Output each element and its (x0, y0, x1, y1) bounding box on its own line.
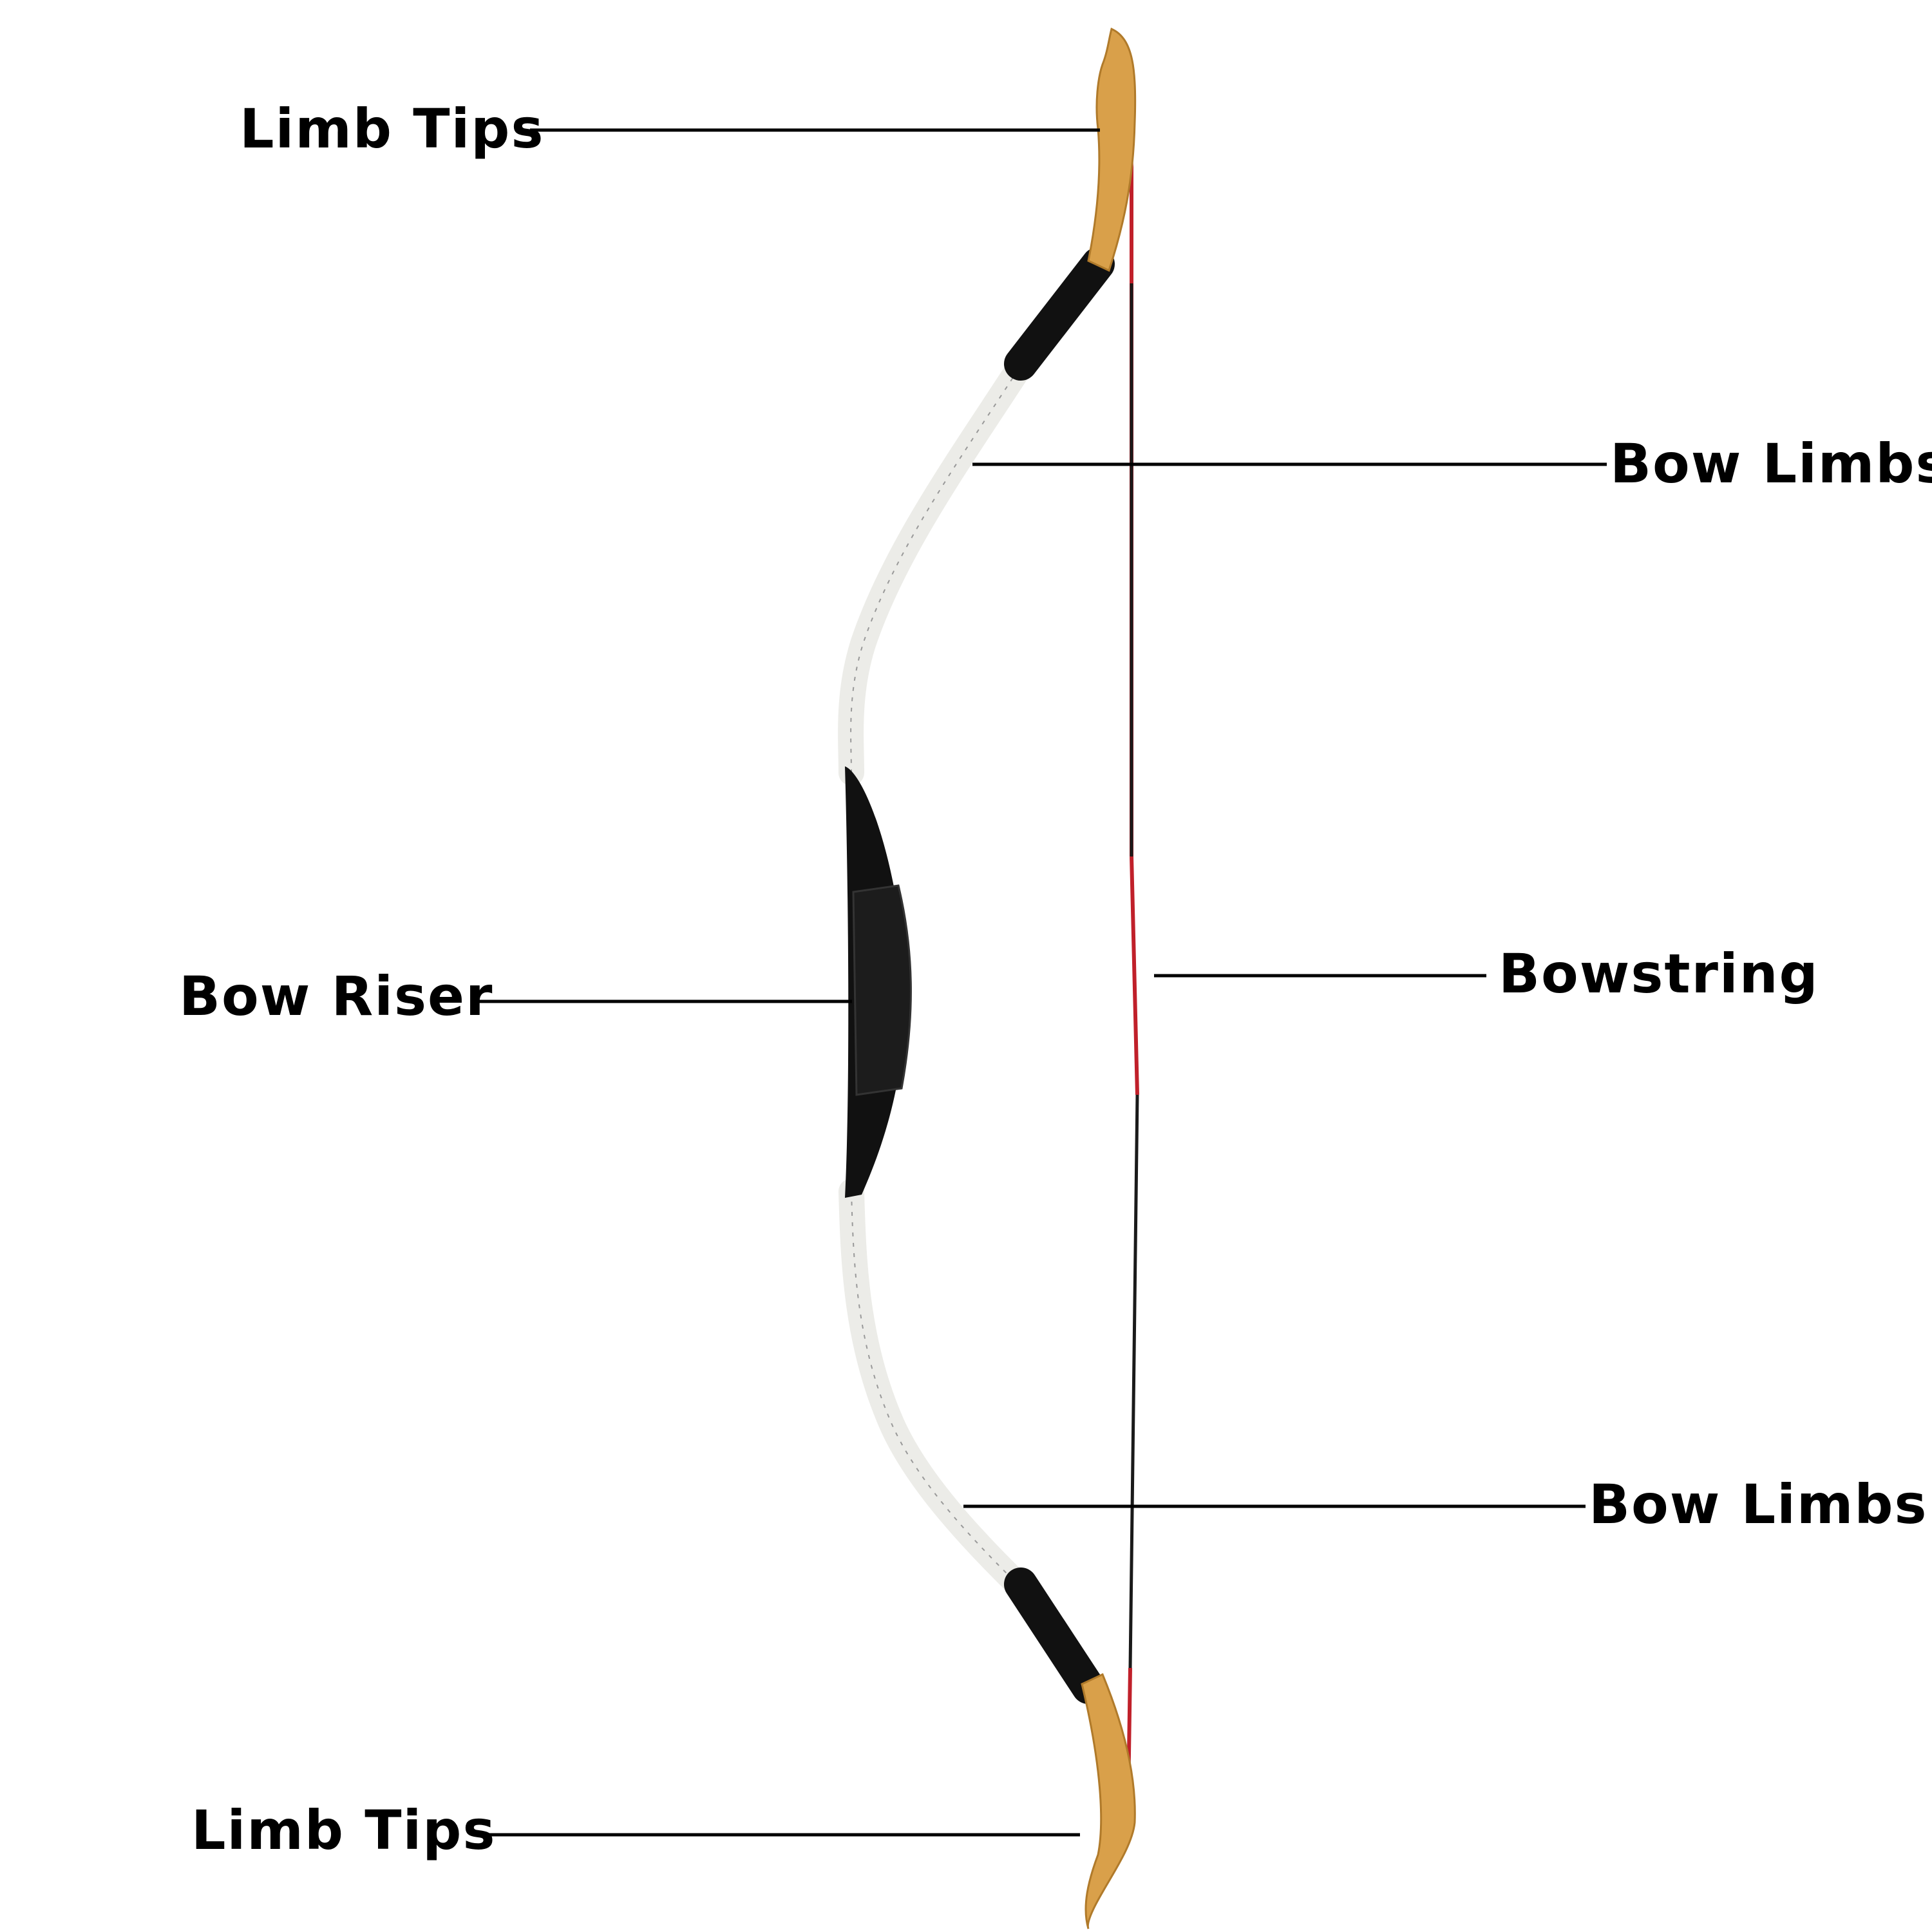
upper-limb-wrap (1004, 247, 1115, 381)
bow-riser-drawing (845, 766, 912, 1198)
upper-limb-tip (1087, 27, 1137, 272)
label-bowstring: Bowstring (1499, 942, 1819, 1005)
label-bow-limbs-top: Bow Limbs (1610, 432, 1932, 495)
lower-limb (838, 1179, 1030, 1597)
leader-lines (477, 128, 1607, 1837)
label-limb-tips-top: Limb Tips (240, 97, 545, 160)
label-bow-limbs-bottom: Bow Limbs (1589, 1473, 1928, 1536)
bowstring-drawing (1101, 81, 1139, 1850)
label-bow-riser: Bow Riser (179, 965, 494, 1028)
lower-limb-tip (1081, 1672, 1136, 1929)
lower-limb-wrap (1004, 1567, 1105, 1704)
label-limb-tips-bottom: Limb Tips (191, 1799, 497, 1862)
upper-limb (838, 348, 1037, 786)
